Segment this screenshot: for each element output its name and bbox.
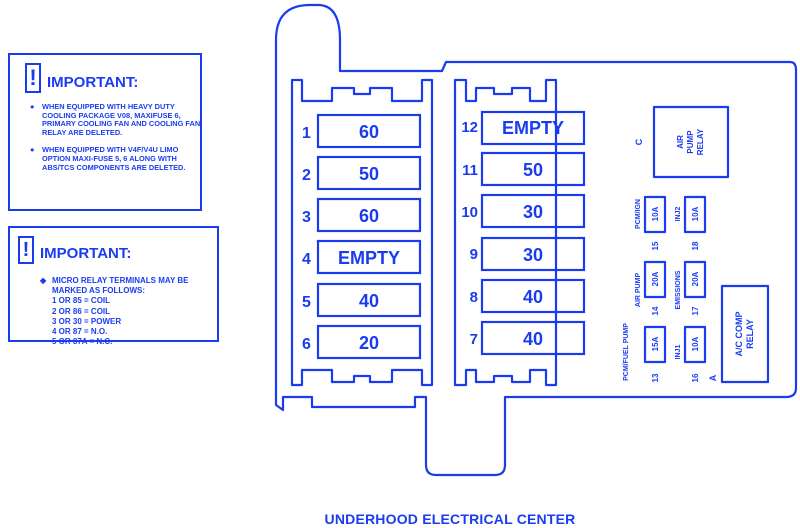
bullet-icon: ●	[30, 102, 35, 111]
note-title: IMPORTANT:	[47, 74, 139, 91]
fuse-rating: EMPTY	[502, 118, 564, 138]
exclamation-icon: !	[18, 236, 34, 264]
relay-label-line: AIR	[676, 135, 685, 149]
maxi-fuse-7	[480, 320, 586, 356]
fuse-rating: 50	[359, 164, 379, 184]
maxi-fuse-11	[480, 151, 586, 187]
mini-fuse-13	[643, 325, 667, 364]
mini-fuse-number: 13	[651, 373, 660, 382]
fuse-rating: 50	[523, 160, 543, 180]
relay-letter: A	[708, 374, 718, 381]
mini-fuse-rating: 10A	[691, 206, 700, 221]
fuse-number: 9	[470, 246, 478, 263]
mini-fuse-number: 16	[691, 373, 700, 382]
fuse-number: 7	[470, 331, 478, 348]
diagram-caption: UNDERHOOD ELECTRICAL CENTER	[324, 511, 576, 527]
relay-label-line: RELAY	[745, 319, 755, 349]
fuse-number: 4	[302, 251, 311, 268]
fuse-rating: 40	[359, 291, 379, 311]
fuse-rating: 40	[523, 287, 543, 307]
note-bullets: ◆ MICRO RELAY TERMINALS MAY BE MARKED AS …	[40, 276, 217, 347]
mini-fuse-label: PCM/FUEL PUMP	[623, 323, 630, 381]
fuse-number: 6	[302, 336, 311, 353]
fuse-number: 1	[302, 125, 311, 142]
fuse-rating: 40	[523, 329, 543, 349]
maxi-fuse-1	[316, 113, 422, 149]
note-header: ! IMPORTANT:	[25, 63, 138, 93]
mini-fuse-number: 14	[651, 306, 660, 315]
relay-label-line: PUMP	[686, 130, 695, 154]
maxi-fuse-6	[316, 324, 422, 360]
note-bullets: ● When equipped with heavy duty cooling p…	[30, 102, 202, 181]
right-fuse-block	[453, 78, 558, 387]
mini-fuse-label: AIR PUMP	[635, 273, 642, 308]
mini-fuse-rating: 15A	[651, 336, 660, 351]
fuse-rating: 60	[359, 122, 379, 142]
left-maxi-fuses	[316, 110, 586, 360]
mini-fuse-number: 18	[691, 241, 700, 250]
fuse-number: 8	[470, 289, 478, 306]
left-fuse-block	[290, 78, 434, 387]
terminal-line: 3 OR 30 = POWER	[52, 316, 122, 326]
maxi-fuse-9	[480, 236, 586, 272]
mini-fuse-label: EMISSIONS	[675, 270, 682, 309]
relay-label-line: A/C COMP	[734, 312, 744, 357]
important-note-cooling: ! IMPORTANT: ● When equipped with heavy d…	[8, 53, 202, 211]
note-bullet: ● When equipped with V4F/V4U limo option …	[30, 145, 202, 172]
ac-comp-relay	[720, 284, 770, 384]
mini-fuse-15	[643, 195, 667, 234]
mini-fuse-label: INJ2	[675, 207, 682, 222]
mini-fuse-17	[683, 260, 707, 299]
mini-fuse-rating: 20A	[691, 271, 700, 286]
fuse-rating: EMPTY	[338, 248, 400, 268]
note-bullet-text: When equipped with V4F/V4U limo option m…	[42, 145, 186, 172]
fuse-rating: 20	[359, 333, 379, 353]
mini-fuse-16	[683, 325, 707, 364]
mini-fuse-18	[683, 195, 707, 234]
fuse-number: 2	[302, 167, 311, 184]
mini-fuse-number: 17	[691, 306, 700, 315]
maxi-fuse-5	[316, 282, 422, 318]
terminal-line: 4 OR 87 = N.O.	[52, 327, 108, 337]
housing-outline	[274, 3, 798, 477]
note-title: IMPORTANT:	[40, 245, 132, 262]
fuse-rating: 30	[523, 202, 543, 222]
relay-letter: C	[634, 138, 644, 145]
air-pump-relay	[652, 105, 730, 179]
maxi-fuse-8	[480, 278, 586, 314]
fuse-number: 12	[461, 119, 478, 136]
note-header: ! IMPORTANT:	[18, 236, 131, 264]
fuse-number: 5	[302, 294, 311, 311]
maxi-fuse-12	[480, 110, 586, 146]
terminal-line: 2 OR 86 = COIL	[52, 306, 111, 316]
fuse-number: 3	[302, 209, 311, 226]
fuse-rating: 30	[523, 245, 543, 265]
maxi-fuse-4	[316, 239, 422, 275]
note-bullet: ◆ MICRO RELAY TERMINALS MAY BE MARKED AS …	[40, 276, 217, 296]
note-bullet-text: MICRO RELAY TERMINALS MAY BE MARKED AS F…	[52, 276, 189, 296]
bullet-icon: ●	[30, 145, 35, 155]
fuse-number: 11	[462, 162, 478, 179]
maxi-fuse-10	[480, 193, 586, 229]
mini-fuse-rating: 20A	[651, 271, 660, 286]
mini-fuse-label: PCM/IGN	[635, 199, 642, 229]
maxi-fuse-2	[316, 155, 422, 191]
fuse-number: 10	[461, 204, 478, 221]
maxi-fuse-3	[316, 197, 422, 233]
note-bullet: ● When equipped with heavy duty cooling p…	[30, 102, 202, 137]
mini-fuse-rating: 10A	[691, 336, 700, 351]
terminal-line: 1 OR 85 = COIL	[52, 296, 111, 306]
mini-fuse-rating: 10A	[651, 206, 660, 221]
exclamation-icon: !	[25, 63, 41, 93]
note-bullet-text: When equipped with heavy duty cooling pa…	[42, 102, 201, 137]
relay-label-line: RELAY	[696, 128, 705, 155]
bullet-icon: ◆	[40, 276, 47, 285]
terminal-line: 5 OR 87A = N.C.	[52, 337, 113, 347]
fuse-rating: 60	[359, 206, 379, 226]
important-note-relay-terminals: ! IMPORTANT: ◆ MICRO RELAY TERMINALS MAY …	[8, 226, 219, 346]
mini-fuse-14	[643, 260, 667, 299]
mini-fuse-label: INJ1	[675, 345, 682, 360]
mini-fuse-number: 15	[651, 241, 660, 250]
